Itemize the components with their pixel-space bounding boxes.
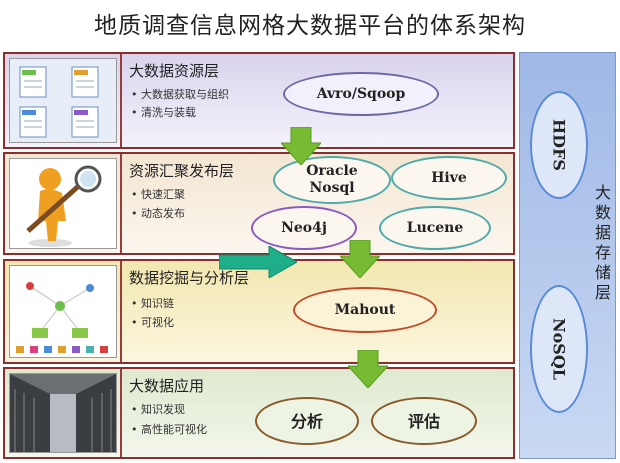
- storage-oval-nosql: NoSQL: [530, 285, 588, 413]
- tool-oval-avro-sqoop: Avro/Sqoop: [283, 72, 439, 116]
- layer-bullet: • 快速汇聚: [131, 188, 185, 201]
- layer-divider: [120, 154, 122, 253]
- tool-label: Neo4j: [281, 219, 327, 236]
- tool-oval-mahout: Mahout: [293, 287, 437, 333]
- layer-bullet: • 知识发现: [131, 403, 185, 416]
- layer-divider: [120, 369, 122, 457]
- tool-oval-hive: Hive: [391, 156, 507, 200]
- layer-bullet: • 知识链: [131, 297, 174, 310]
- tool-oval-lucene: Lucene: [379, 206, 491, 250]
- layer-name: 大数据资源层: [129, 62, 220, 80]
- tool-oval-neo4j: Neo4j: [251, 206, 357, 250]
- layer-name: 大数据应用: [129, 377, 205, 395]
- layer-big-data-resource: 大数据资源层 • 大数据获取与组织 • 清洗与装载 Avro/Sqoop: [3, 52, 515, 149]
- down-arrow-icon: [348, 350, 388, 388]
- knowledge-graph-image: [9, 265, 117, 358]
- storage-layer-title: 大数据存储层: [594, 183, 611, 302]
- layer-big-data-application: 大数据应用 • 知识发现 • 高性能可视化 分析 评估: [3, 367, 515, 459]
- tool-label: Hive: [431, 169, 467, 186]
- storage-layer-panel: HDFS NoSQL 大数据存储层: [519, 52, 616, 459]
- tool-label: 分析: [290, 411, 323, 431]
- server-room-image: [9, 373, 117, 453]
- right-arrow-icon: [219, 246, 297, 278]
- layer-bullet: • 清洗与装载: [131, 106, 196, 119]
- down-arrow-icon: [340, 240, 380, 278]
- tool-label: Mahout: [334, 301, 396, 318]
- storage-label: NoSQL: [549, 317, 569, 381]
- tool-oval-evaluation: 评估: [371, 397, 477, 445]
- worker-figure-image: [9, 158, 117, 249]
- layer-name: 资源汇聚发布层: [129, 162, 235, 180]
- down-arrow-icon: [281, 127, 321, 165]
- layer-divider: [120, 54, 122, 147]
- tool-label: Lucene: [406, 219, 464, 236]
- layer-divider: [120, 261, 122, 362]
- layer-name: 数据挖掘与分析层: [129, 269, 250, 287]
- storage-label: HDFS: [549, 119, 569, 171]
- document-files-image: [9, 58, 117, 143]
- tool-oval-analysis: 分析: [255, 397, 359, 445]
- storage-oval-hdfs: HDFS: [530, 91, 588, 199]
- layer-data-mining: 数据挖掘与分析层 • 知识链 • 可视化 Mahout: [3, 259, 515, 364]
- diagram-title: 地质调查信息网格大数据平台的体系架构: [94, 13, 526, 39]
- tool-label: Oracle Nosql: [306, 163, 358, 196]
- layer-bullet: • 大数据获取与组织: [131, 88, 229, 101]
- layer-resource-aggregation: 资源汇聚发布层 • 快速汇聚 • 动态发布 Oracle Nosql Hive …: [3, 152, 515, 255]
- layer-bullet: • 可视化: [131, 316, 174, 329]
- layer-bullet: • 高性能可视化: [131, 423, 207, 436]
- tool-label: Avro/Sqoop: [316, 85, 406, 102]
- layer-bullet: • 动态发布: [131, 207, 185, 220]
- tool-label: 评估: [407, 411, 440, 431]
- tool-oval-oracle-nosql: Oracle Nosql: [273, 156, 391, 204]
